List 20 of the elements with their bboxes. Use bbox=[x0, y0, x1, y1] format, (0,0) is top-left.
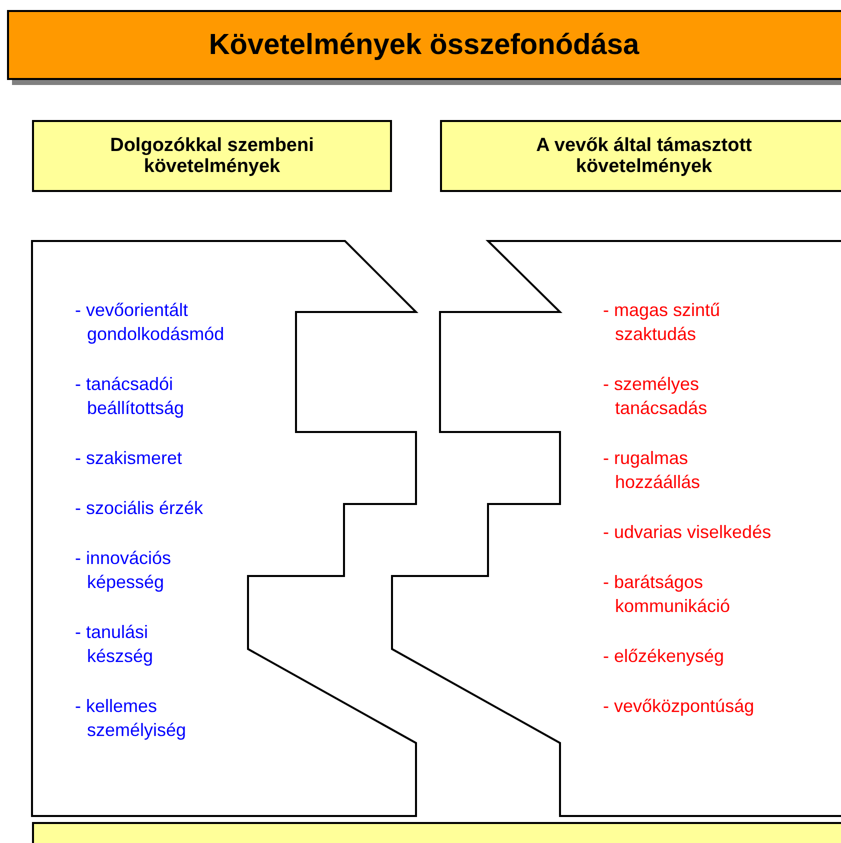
stepped-panel bbox=[32, 241, 416, 816]
list-item: - magas szintű szaktudás bbox=[603, 299, 722, 346]
list-item: - tanulási készség bbox=[75, 621, 154, 668]
list-item: - barátságos kommunikáció bbox=[603, 571, 732, 618]
header-text: Dolgozókkal szembeni követelmények bbox=[109, 135, 315, 177]
list-item: - vevőközpontúság bbox=[603, 695, 756, 718]
list-item: - innovációs képesség bbox=[75, 547, 172, 594]
list-item: - vevőorientált gondolkodásmód bbox=[75, 299, 226, 346]
list-item: - kellemes személyiség bbox=[75, 695, 188, 742]
list-item: - szociális érzék bbox=[75, 497, 204, 520]
stepped-panel bbox=[392, 241, 841, 816]
list-item: - előzékenység bbox=[603, 645, 726, 668]
header-box bbox=[32, 120, 392, 192]
list-item: - szakismeret bbox=[75, 447, 184, 470]
list-item: - személyes tanácsadás bbox=[603, 373, 708, 420]
list-item: - rugalmas hozzáállás bbox=[603, 447, 702, 494]
header-text: A vevők által támasztott követelmények bbox=[535, 135, 753, 177]
list-item: - udvarias viselkedés bbox=[603, 521, 772, 544]
header-box bbox=[440, 120, 841, 192]
list-item: - tanácsadói beállítottság bbox=[75, 373, 186, 420]
